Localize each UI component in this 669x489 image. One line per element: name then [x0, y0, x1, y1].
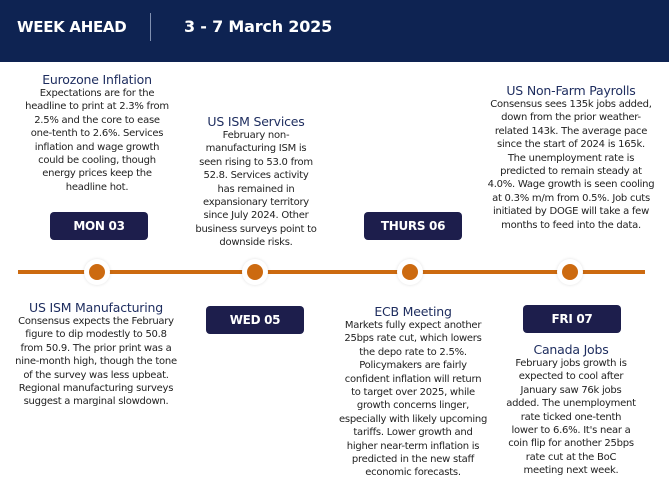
event-us-nfp: US Non-Farm Payrolls Consensus sees 135k… — [481, 83, 661, 232]
timeline-line — [18, 270, 645, 274]
event-title: Canada Jobs — [533, 342, 609, 357]
event-canada-jobs: Canada Jobs February jobs growth is expe… — [496, 342, 646, 478]
event-us-ism-services: US ISM Services February non- manufactur… — [191, 114, 321, 250]
timeline-dot-mon — [84, 259, 110, 285]
event-body: February jobs growth is expected to cool… — [506, 358, 636, 477]
event-body: Expectations are for the headline to pri… — [25, 88, 169, 193]
day-label-fri: FRI 07 — [523, 305, 621, 333]
header-title: WEEK AHEAD — [17, 18, 127, 36]
event-title: Eurozone Inflation — [42, 72, 152, 87]
event-title: US ISM Services — [207, 114, 305, 129]
event-ecb-meeting: ECB Meeting Markets fully expect another… — [328, 304, 498, 480]
event-us-ism-manufacturing: US ISM Manufacturing Consensus expects t… — [6, 300, 186, 409]
timeline-dot-thu — [397, 259, 423, 285]
event-body: Consensus sees 135k jobs added, down fro… — [487, 99, 655, 231]
header-dates: 3 - 7 March 2025 — [184, 17, 333, 36]
header-divider — [150, 13, 151, 41]
event-title: US ISM Manufacturing — [29, 300, 163, 315]
day-label-mon: MON 03 — [50, 212, 148, 240]
event-eurozone-inflation: Eurozone Inflation Expectations are for … — [12, 72, 182, 194]
event-title: ECB Meeting — [374, 304, 452, 319]
header-bar: WEEK AHEAD 3 - 7 March 2025 — [0, 0, 669, 62]
event-body: Consensus expects the February figure to… — [15, 316, 177, 408]
timeline-dot-fri — [557, 259, 583, 285]
day-label-thu: THURS 06 — [364, 212, 462, 240]
event-body: Markets fully expect another 25bps rate … — [338, 320, 488, 479]
event-body: February non- manufacturing ISM is seen … — [195, 130, 317, 249]
timeline-dot-wed — [242, 259, 268, 285]
event-title: US Non-Farm Payrolls — [506, 83, 636, 98]
day-label-wed: WED 05 — [206, 306, 304, 334]
